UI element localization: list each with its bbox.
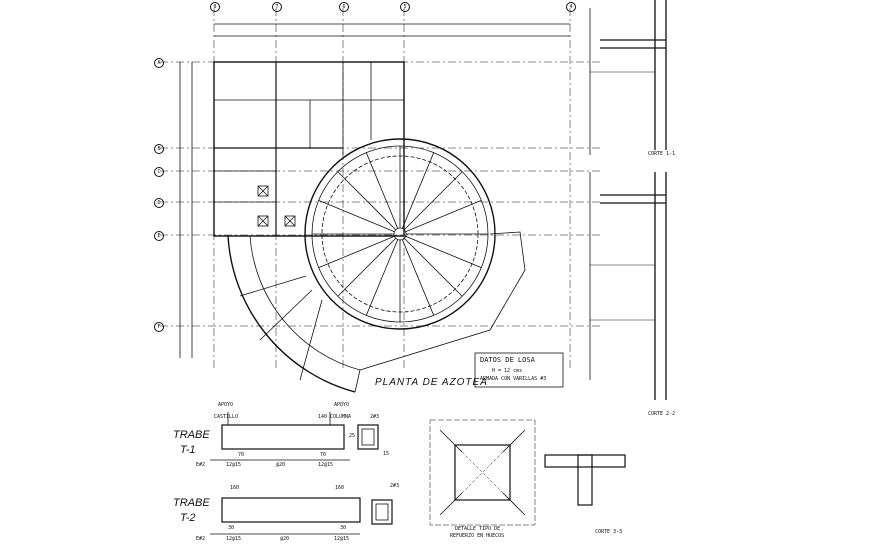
axis-bubble-left: F <box>154 322 164 332</box>
dim-30-right: 30 <box>340 525 347 531</box>
est-dist-left-t2: 12@15 <box>226 536 242 542</box>
corte-3-label: CORTE 3-3 <box>595 529 623 535</box>
dim-70-left: 70 <box>238 452 245 458</box>
axis-bubble-top: 7 <box>272 2 282 12</box>
roof-radial-line <box>405 235 482 269</box>
corte-2-label: CORTE 2-2 <box>648 411 676 417</box>
dim-160-right: 160 <box>335 485 345 491</box>
dim-25-t1: 25 <box>349 433 356 439</box>
roof-radial-line <box>403 237 463 297</box>
est-dist-left: 12@15 <box>226 462 242 468</box>
axis-bubble-left: B <box>154 144 164 154</box>
roof-radial-line <box>318 199 395 233</box>
trabe-t2-id: T-2 <box>180 512 196 524</box>
axis-bubble-left: D <box>154 198 164 208</box>
est-mid-t2: @20 <box>280 536 290 542</box>
dim-140: 140 <box>318 414 328 420</box>
bar-label-t2: 2#3 <box>390 483 400 489</box>
plan-title: PLANTA DE AZOTEA <box>375 377 488 388</box>
axis-bubble-top: 4 <box>566 2 576 12</box>
roof-radial-line <box>405 199 482 233</box>
apoyo-left: APOYO <box>218 402 234 408</box>
roof-radial-line <box>365 239 399 316</box>
trabe-t1-id: T-1 <box>180 444 196 456</box>
datos-losa-title: DATOS DE LOSA <box>480 356 535 364</box>
est-label-t1: E#2 <box>196 462 206 468</box>
dim-15-t1: 15 <box>383 451 390 457</box>
axis-bubble-top: 6 <box>339 2 349 12</box>
columna-label: COLUMNA <box>330 414 352 420</box>
bar-label-t1: 2#3 <box>370 414 380 420</box>
datos-losa-thickness: H = 12 cms <box>492 368 523 374</box>
est-dist-right: 12@15 <box>318 462 334 468</box>
axis-bubble-left: E <box>154 231 164 241</box>
roof-radial-line <box>401 152 435 229</box>
axis-bubble-left: C <box>154 167 164 177</box>
detalle-line2: REFUERZO EN HUECOS <box>450 533 505 539</box>
roof-radial-line <box>365 152 399 229</box>
roof-radial-line <box>318 235 395 269</box>
trabe-t1-label: TRABE <box>173 429 210 441</box>
axis-bubble-top: 8 <box>210 2 220 12</box>
roof-radial-line <box>337 237 397 297</box>
axis-bubble-left: A <box>154 58 164 68</box>
trabe-t2-label: TRABE <box>173 497 210 509</box>
dim-160-left: 160 <box>230 485 240 491</box>
apoyo-right: APOYO <box>334 402 350 408</box>
datos-losa-rebar: ARMADA CON VARILLAS #3 <box>480 376 547 382</box>
roof-radial-line <box>401 239 435 316</box>
dim-70-right: 70 <box>320 452 327 458</box>
roof-radial-line <box>337 171 397 231</box>
dim-30-left: 30 <box>228 525 235 531</box>
axis-bubble-top: 5 <box>400 2 410 12</box>
est-label-t2: E#2 <box>196 536 206 542</box>
roof-radial-line <box>403 171 463 231</box>
est-dist-right-t2: 12@15 <box>334 536 350 542</box>
castillo-label: CASTILLO <box>214 414 239 420</box>
corte-1-label: CORTE 1-1 <box>648 151 676 157</box>
est-mid-t1: @20 <box>276 462 286 468</box>
detalle-line1: DETALLE TIPO DE <box>455 526 501 532</box>
